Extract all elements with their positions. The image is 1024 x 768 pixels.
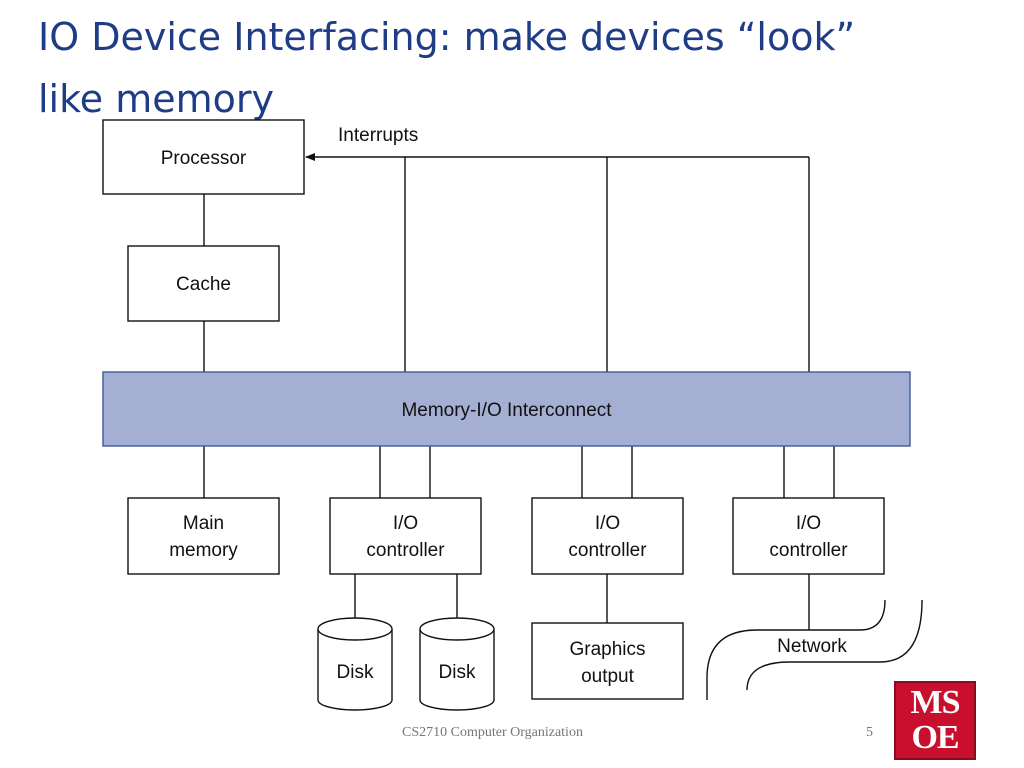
io-controller-1-label-line-2: controller: [366, 540, 445, 561]
title-line-2: like memory: [38, 77, 274, 121]
slide-title: IO Device Interfacing: make devices “loo…: [38, 6, 998, 130]
graphics-output-label-line-1: Graphics: [569, 639, 645, 660]
io-controller-3-box: [732, 497, 885, 575]
network-cloud: [706, 599, 923, 700]
disk-1: [317, 617, 393, 711]
io-controller-3-label-line-1: I/O: [796, 513, 821, 534]
cache-box: [127, 245, 280, 322]
title-line-1: IO Device Interfacing: make devices “loo…: [38, 15, 856, 59]
main-memory-label-line-1: Main: [183, 513, 224, 534]
logo-text-line-2: OE: [911, 719, 959, 756]
interrupts-label: Interrupts: [338, 125, 418, 146]
footer-course-title: CS2710 Computer Organization: [402, 725, 583, 740]
processor-box: [102, 119, 305, 195]
io-controller-2-label-line-1: I/O: [595, 513, 620, 534]
interconnect-bar: [102, 371, 911, 447]
interconnect-label: Memory-I/O Interconnect: [401, 400, 612, 421]
graphics-output-box: [531, 622, 684, 700]
disk-1-label: Disk: [337, 662, 374, 683]
graphics-output-label-line-2: output: [581, 666, 635, 687]
io-controller-1-box: [329, 497, 482, 575]
io-controller-3-label-line-2: controller: [769, 540, 848, 561]
logo-text-line-1: MS: [910, 684, 961, 721]
msoe-logo: MS OE: [894, 681, 976, 760]
network-label: Network: [777, 636, 847, 657]
processor-label: Processor: [161, 148, 247, 169]
disk-2: [419, 617, 495, 711]
io-controller-2-box: [531, 497, 684, 575]
main-memory-box: [127, 497, 280, 575]
main-memory-label-line-2: memory: [169, 540, 238, 561]
disk-2-label: Disk: [439, 662, 476, 683]
io-controller-2-label-line-2: controller: [568, 540, 647, 561]
cache-label: Cache: [176, 274, 231, 295]
slide-number: 5: [866, 725, 873, 740]
io-controller-1-label-line-1: I/O: [393, 513, 418, 534]
